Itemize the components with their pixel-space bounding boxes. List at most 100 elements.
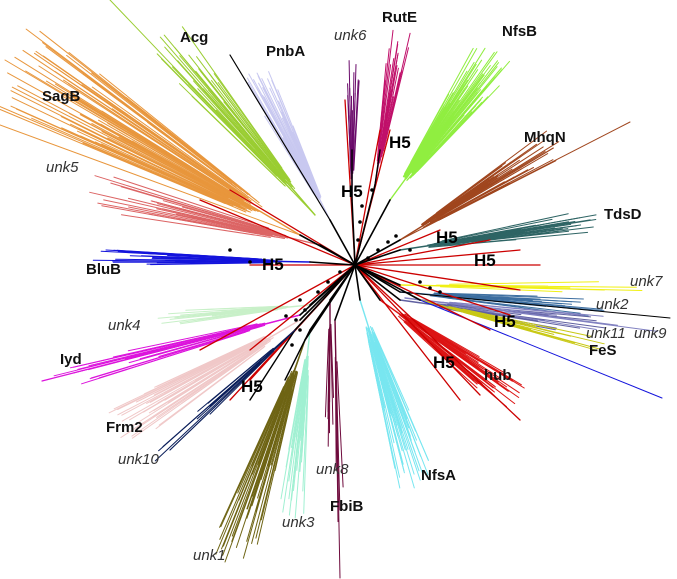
h5-marker: H5 [389,133,411,152]
clade-label-unk4: unk4 [108,317,141,334]
leaf-branch-unk4 [180,307,279,316]
node-dot [290,343,294,347]
leaf-branch-nfsa [369,346,401,489]
leaf-branch-mhqn [439,141,560,216]
node-dot [298,328,302,332]
leaf-branch-unk3 [302,369,309,492]
backbone-branch [329,219,356,266]
leaf-branch-unk9 [452,305,597,330]
leaf-branch-unk1 [251,390,293,544]
leaf-branch-rute [378,64,392,156]
clade-label-frm2: Frm2 [106,419,143,436]
leaf-branch-nfsa [369,339,403,460]
backbone-branch [169,329,296,451]
clade-stem-mhqn [399,214,441,241]
leaf-branch-unk1 [246,381,292,510]
clade-label-unk7: unk7 [630,273,663,290]
node-dot [376,248,380,252]
leaf-branch-unk4 [180,309,279,325]
clade-label-fbib: FbiB [330,498,364,515]
h5-branch [354,264,481,396]
leaf-branch-unk10 [162,358,263,448]
leaf-branch-unk1 [260,374,295,480]
leaf-branch-nfsa [374,342,420,472]
leaf-branch-acg [179,55,282,176]
leaf-branch-unk3 [288,367,306,482]
backbone-branch [354,264,361,301]
h5-marker: H5 [474,251,496,270]
leaf-branch-blub [141,255,269,261]
leaf-branch-hub [407,322,494,392]
backbone-branch [354,199,391,266]
leaf-branch-nfsa [370,337,406,451]
leaf-branch-pnba [246,77,310,185]
clade-stem-tdsd [399,241,451,251]
clade-label-sagb: SagB [42,88,81,105]
leaf-branch-hub [402,319,474,381]
leaf-branch-sagb [99,73,251,196]
leaf-branch-mhqn [429,159,520,221]
backbone-branch [319,244,356,266]
outlier-branch [224,339,306,563]
leaf-branch-unk3 [290,358,306,448]
leaf-branch-unk2 [442,294,572,305]
leaf-branch-frm2 [117,343,255,416]
node-dot [358,220,362,224]
leaf-branch-rute [380,41,399,150]
leaf-branch-unk6 [353,79,359,171]
node-dot [298,298,302,302]
leaf-branch-nfsb [416,85,500,172]
leaf-branch-unk3 [291,372,306,501]
node-dot [408,248,412,252]
clade-stem-blub [254,260,311,263]
backbone-branch [354,249,401,266]
leaf-branch-unk5 [162,200,282,235]
clade-label-unk2: unk2 [596,296,629,313]
leaf-branch-unk8 [330,323,334,398]
h5-marker: H5 [433,353,455,372]
leaf-branch-nfsa [371,327,410,411]
h5-branch [354,264,521,291]
clade-label-unk1: unk1 [193,547,226,564]
node-dot [326,280,330,284]
leaf-branch-sagb [14,56,230,192]
leaf-branch-fes [457,308,572,337]
leaf-branch-mhqn [435,151,546,219]
leaf-branch-unk11 [429,303,522,316]
clade-stem-unk9 [404,297,472,307]
leaf-branch-fes [462,308,592,337]
clade-label-blub: BluB [86,261,121,278]
leaf-branch-iyd [98,330,251,379]
leaf-branch-hub [404,313,480,357]
leaf-branch-nfsb [403,104,445,177]
outlier-branch [4,59,301,236]
leaf-branch-unk5 [121,186,272,231]
leaf-branch-nfsa [373,346,415,489]
leaf-branch-nfsa [376,339,429,461]
h5-branch [354,239,491,266]
node-dot [356,238,360,242]
node-dot [366,256,370,260]
leaf-branch-blub [115,258,262,262]
leaf-branch-pnba [271,80,316,186]
leaf-branch-nfsb [411,88,479,173]
node-dot [370,188,374,192]
node-dot [248,260,252,264]
node-dot [284,314,288,318]
leaf-branch-acg [208,72,289,180]
leaf-branch-hub [409,319,501,379]
clade-stem-frm2 [251,319,301,349]
leaf-branch-sagb [54,83,240,198]
leaf-branch-sagb [98,119,251,207]
clade-stem-fes [419,299,469,314]
leaf-branch-acg [217,82,292,183]
leaf-branch-iyd [73,327,244,368]
clade-stem-nfsa [359,299,376,349]
outlier-branch [399,291,671,319]
node-dot [294,318,298,322]
leaf-branch-sagb [0,106,222,202]
leaf-branch-unk1 [222,393,285,556]
leaf-branch-mhqn [427,161,512,221]
backbone-branch [304,264,356,341]
node-dot [228,248,232,252]
